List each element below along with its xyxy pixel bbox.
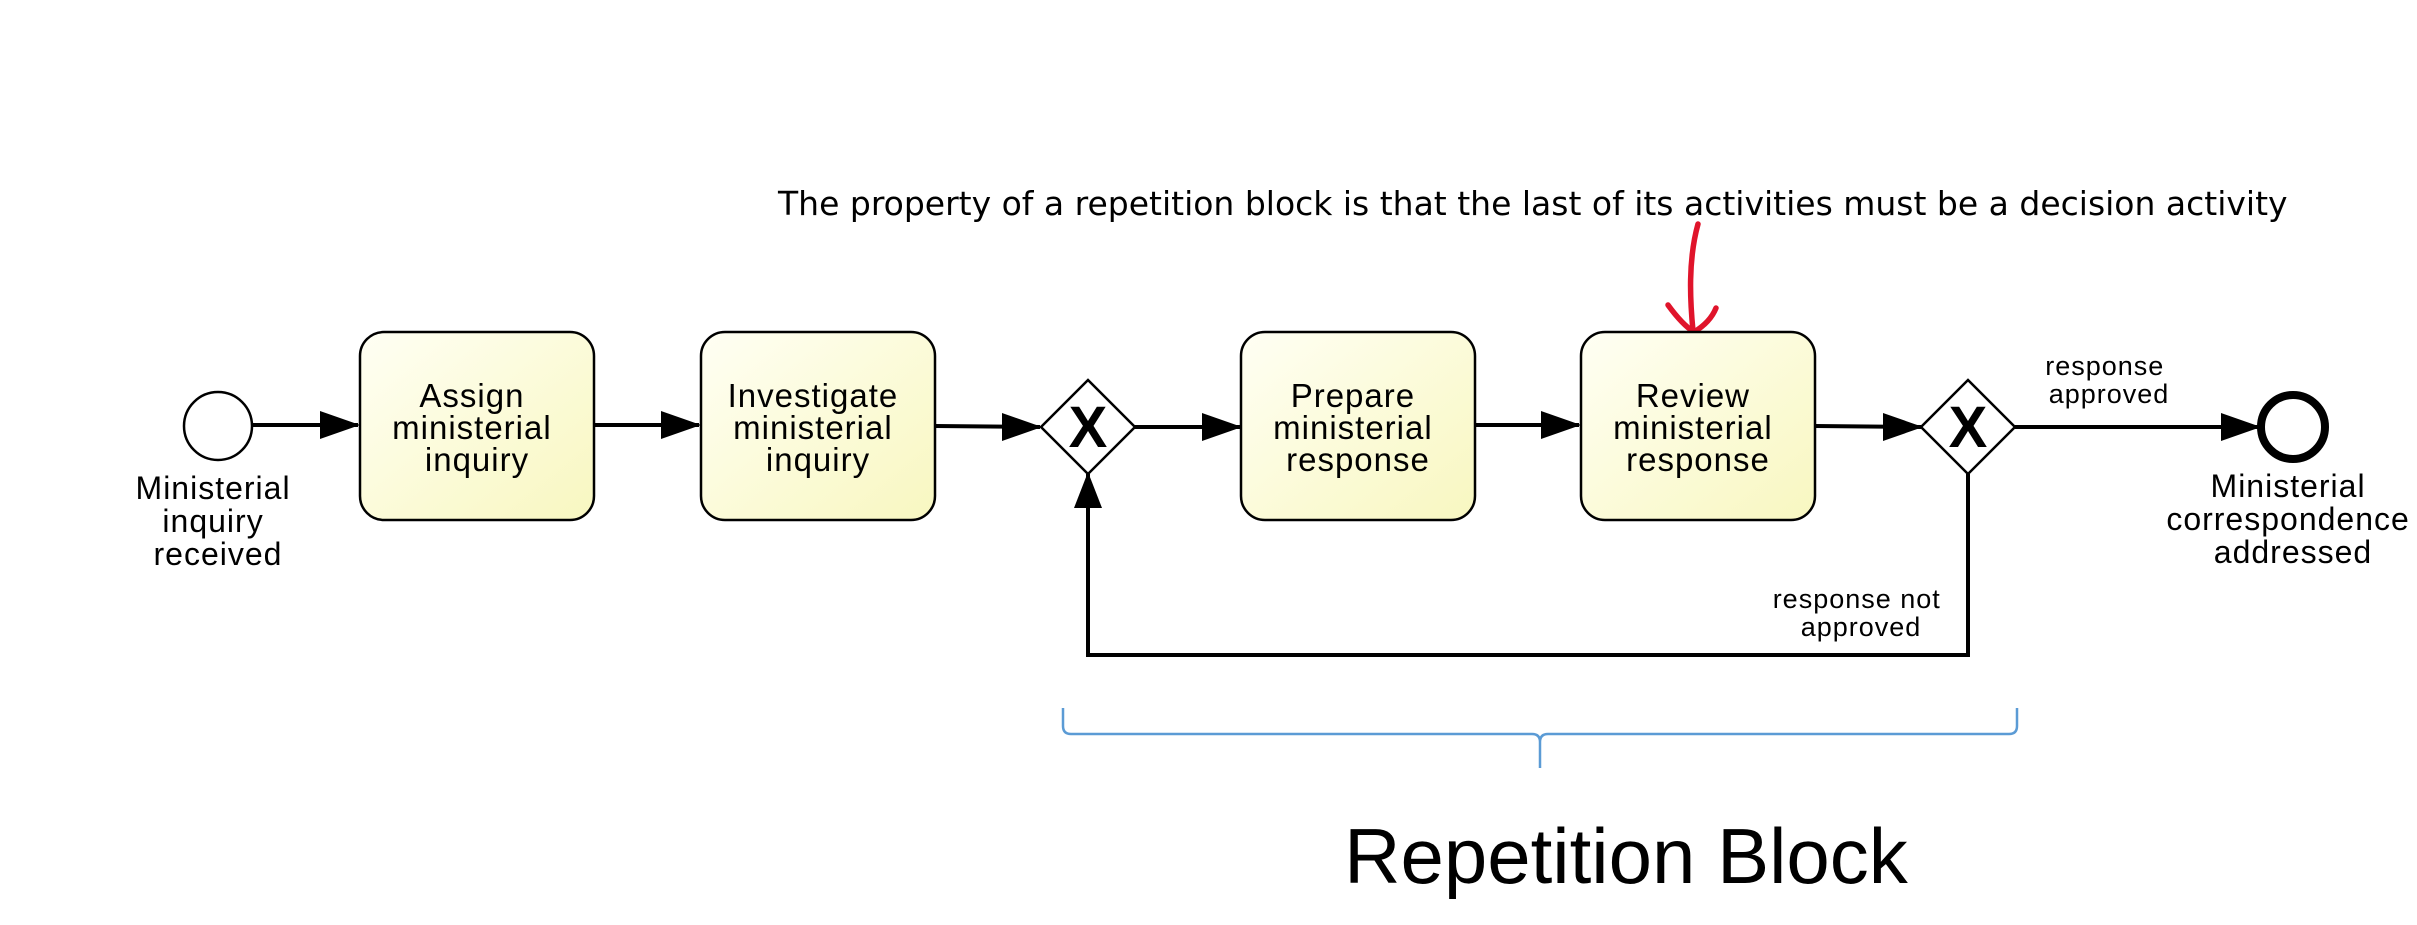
- end-event-circle-icon[interactable]: [2257, 391, 2329, 463]
- annotation-note: The property of a repetition block is th…: [777, 184, 2288, 223]
- merge-gateway-symbol: X: [1069, 395, 1108, 460]
- end-event-label: Ministerial correspondence addressed: [2166, 468, 2417, 570]
- decision-gateway[interactable]: X: [1919, 378, 2017, 476]
- repetition-block-brace: [1061, 708, 2019, 768]
- red-arrow-icon: [1665, 221, 1719, 335]
- task-assign-ministerial-inquiry[interactable]: Assign ministerial inquiry: [358, 330, 596, 522]
- merge-gateway[interactable]: X: [1039, 378, 1137, 476]
- task-investigate-label: Investigate ministerial inquiry: [728, 377, 909, 478]
- task-review-ministerial-response[interactable]: Review ministerial response: [1579, 330, 1817, 522]
- task-prepare-ministerial-response[interactable]: Prepare ministerial response: [1239, 330, 1477, 522]
- flow-label-not-approved: response not approved: [1773, 584, 1950, 642]
- start-event-label: Ministerial inquiry received: [136, 470, 301, 572]
- task-assign-label: Assign ministerial inquiry: [392, 377, 562, 478]
- start-event-circle-icon[interactable]: [182, 390, 254, 462]
- task-investigate-ministerial-inquiry[interactable]: Investigate ministerial inquiry: [699, 330, 937, 522]
- task-review-label: Review ministerial response: [1613, 377, 1783, 478]
- arrowheads: [320, 411, 2261, 508]
- exclusive-gateway-x-icon: [1919, 378, 2017, 476]
- decision-gateway-symbol: X: [1949, 395, 1988, 460]
- flow-loop-back: [1086, 474, 1970, 657]
- task-prepare-label: Prepare ministerial response: [1273, 377, 1443, 478]
- repetition-block-title: Repetition Block: [1344, 812, 1909, 900]
- exclusive-gateway-x-icon: [1039, 378, 1137, 476]
- flow-label-approved: response approved: [2045, 351, 2173, 409]
